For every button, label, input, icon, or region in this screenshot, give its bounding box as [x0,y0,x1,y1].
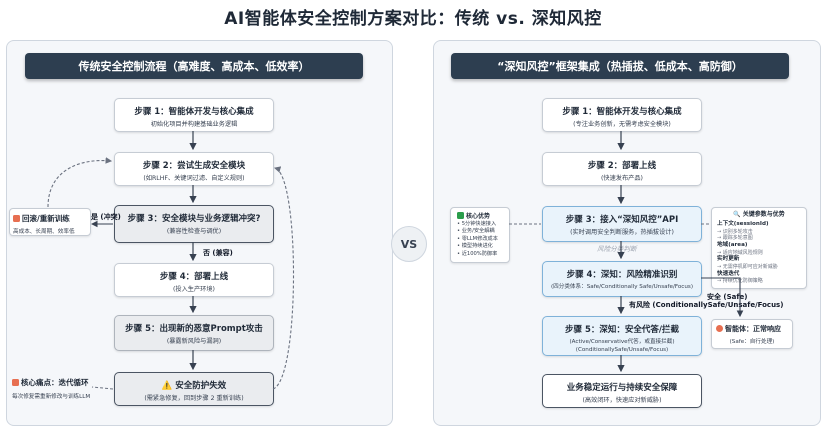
advantage-item: • 模型持续进化 [457,243,493,250]
rework-sub: 高成本、长周期、效率低 [13,229,75,235]
right-step-5-sub: (Active/Conservative代答，或直接拦截) [569,339,675,345]
agent-icon [716,325,723,332]
rework-icon [13,215,20,222]
left-step-4: 步骤 4：部署上线 (投入生产环境) [114,263,274,297]
param-item: → 无需停机即可应对新威胁 [717,263,778,270]
pain-note: 核心痛点：迭代循环 每次修复需重新修改与训练LLM [9,373,99,401]
conflict-no-label: 否 (兼容) [203,249,233,257]
right-step-4-title: 步骤 4：深知：风险精准识别 [566,270,678,280]
pain-sub: 每次修复需重新修改与训练LLM [12,394,91,400]
left-step-1-sub: 初始化项目并构建基础业务逻辑 [150,121,238,128]
param-head: 快速迭代 [717,270,740,277]
right-step-final: 业务稳定运行与持续安全保障 (高效闭环，快速应对新威胁) [542,374,702,408]
check-icon [457,212,464,219]
right-step-2-sub: (快速发布产品) [601,175,643,182]
advantage-item: • 零LLM修改成本 [457,235,498,242]
right-step-5-sub2: (ConditionallySafe/Unsafe/Focus) [575,346,669,353]
left-step-fail-title: ⚠️ 安全防护失效 [161,381,227,391]
left-step-4-sub: (投入生产环境) [173,286,215,293]
key-params-box: 🔍 关键参数与优势 上下文(sessionId) → 识别多轮攻击 → 跟踪多轮… [711,207,807,289]
agent-sub: (Safe：自行处理) [729,339,775,345]
conflict-yes-label: 是 (冲突) [91,213,121,221]
right-step-3-sub: (实时调用安全判断服务，热插拔设计) [570,229,674,236]
shenzhi-header: “深知风控”框架集成（热插拔、低成本、高防御） [451,53,789,79]
page-title: AI智能体安全控制方案对比：传统 vs. 深知风控 [224,9,602,29]
right-step-1-sub: (专注业务创新，无需考虑安全模块) [573,121,671,128]
traditional-panel: 传统安全控制流程（高难度、高成本、低效率） 步骤 1：智能体开发与核心集成 初始… [6,40,393,426]
param-item: → 适应地域风险规则 [717,249,763,256]
rework-note: 回滚/重新训练 高成本、长周期、效率低 [9,208,91,236]
left-step-3-sub: (兼容性检查与调优) [166,228,222,235]
right-step-2-title: 步骤 2：部署上线 [587,161,657,171]
param-item: → 跟踪多轮意图 [717,235,753,242]
right-step-1: 步骤 1：智能体开发与核心集成 (专注业务创新，无需考虑安全模块) [542,98,702,132]
left-step-1: 步骤 1：智能体开发与核心集成 初始化项目并构建基础业务逻辑 [114,98,274,132]
left-step-fail-sub: (需紧急修复，回到步骤 2 重新训练) [144,395,244,402]
left-step-3: 步骤 3：安全模块与业务逻辑冲突? (兼容性检查与调优) [114,205,274,243]
right-step-3: 步骤 3：接入“深知风控”API (实时调用安全判断服务，热插拔设计) [542,206,702,242]
right-step-final-title: 业务稳定运行与持续安全保障 [566,383,678,393]
right-step-5: 步骤 5：深知：安全代答/拦截 (Active/Conservative代答，或… [542,316,702,356]
left-step-3-title: 步骤 3：安全模块与业务逻辑冲突? [127,214,261,224]
rework-title: 回滚/重新训练 [22,214,70,223]
param-item: → 识别多轮攻击 [717,228,753,235]
right-step-2: 步骤 2：部署上线 (快速发布产品) [542,152,702,186]
advantage-item: • 业务/安全解耦 [457,228,495,235]
right-step-5-title: 步骤 5：深知：安全代答/拦截 [565,325,679,335]
left-step-fail: ⚠️ 安全防护失效 (需紧急修复，回到步骤 2 重新训练) [114,372,274,406]
left-step-2-sub: (如RLHF、关键词过滤、自定义规则) [143,175,245,182]
advantage-item: • 近100%防御率 [457,250,498,257]
param-item: → 持续优化防御策略 [717,278,763,285]
left-step-5-title: 步骤 5：出现新的恶意Prompt攻击 [125,324,263,334]
vs-badge: VS [391,226,427,262]
right-step-4-sub: (四分类体系：Safe/Conditionally Safe/Unsafe/Fo… [550,284,694,290]
safe-label: 安全 (Safe) [707,293,748,301]
advantages-box: 核心优势 • 5分钟快速接入 • 业务/安全解耦 • 零LLM修改成本 • 模型… [450,207,510,263]
left-step-2-title: 步骤 2：尝试生成安全模块 [142,161,246,171]
right-step-4: 步骤 4：深知：风险精准识别 (四分类体系：Safe/Conditionally… [542,261,702,297]
shenzhi-panel: “深知风控”框架集成（热插拔、低成本、高防御） 步骤 1：智能体开发与核心集成 … [433,40,821,426]
left-step-5-sub: (暴露新风险与漏洞) [166,338,222,345]
pain-icon [12,379,19,386]
param-head: 上下文(sessionId) [717,221,769,228]
advantages-title: 核心优势 [466,213,491,220]
right-step-3-title: 步骤 3：接入“深知风控”API [565,215,679,225]
param-head: 地域(area) [717,242,748,249]
left-step-1-title: 步骤 1：智能体开发与核心集成 [134,107,254,117]
right-step-1-title: 步骤 1：智能体开发与核心集成 [562,107,682,117]
search-icon: 🔍 [733,211,743,218]
advantage-item: • 5分钟快速接入 [457,221,497,228]
left-step-5: 步骤 5：出现新的恶意Prompt攻击 (暴露新风险与漏洞) [114,315,274,351]
left-step-4-title: 步骤 4：部署上线 [159,272,229,282]
agent-title: 智能体：正常响应 [725,325,781,333]
left-step-2: 步骤 2：尝试生成安全模块 (如RLHF、关键词过滤、自定义规则) [114,152,274,186]
key-params-title: 关键参数与优势 [742,211,785,218]
agent-normal-box: 智能体：正常响应 (Safe：自行处理) [711,319,793,349]
param-head: 实时更新 [717,256,740,263]
judge-label: 风险分类判断 [597,245,637,253]
right-step-final-sub: (高效闭环，快速应对新威胁) [582,397,662,404]
pain-title: 核心痛点：迭代循环 [21,378,89,387]
traditional-header: 传统安全控制流程（高难度、高成本、低效率） [25,53,363,79]
